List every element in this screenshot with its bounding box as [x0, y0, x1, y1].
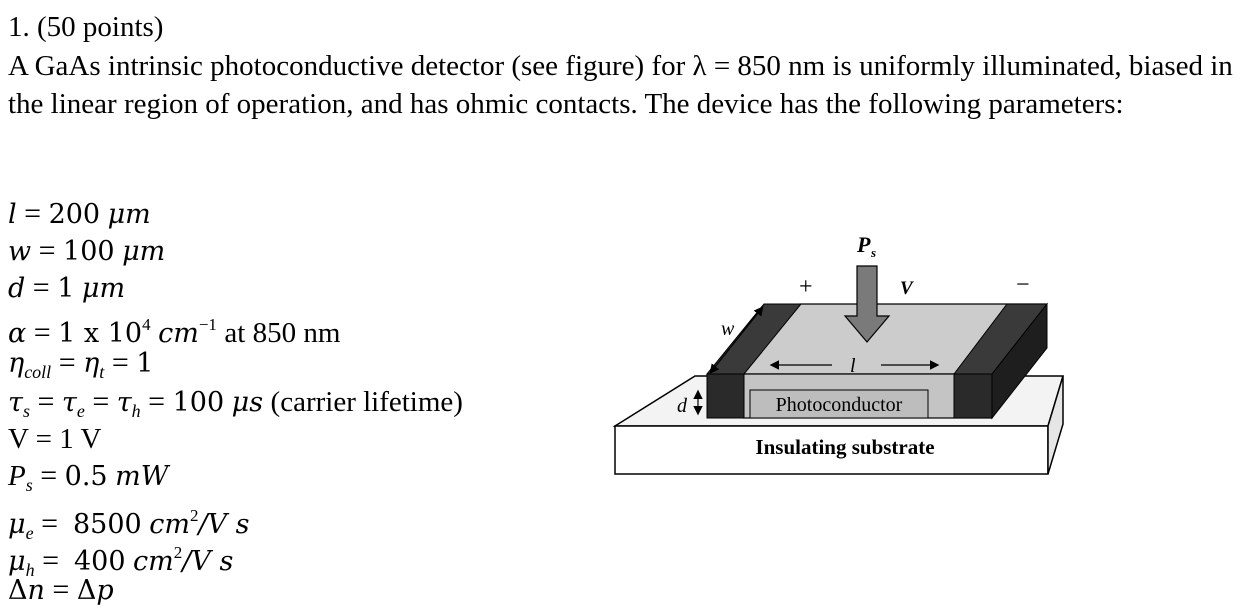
param-length: l = 200 μm	[8, 197, 151, 230]
param-hole-mobility: μh = 400 cm2/V s	[8, 543, 234, 580]
substrate-label: Insulating substrate	[755, 435, 934, 459]
param-voltage: V = 1 V	[8, 423, 102, 455]
param-lifetime: τs = τe = τh = 100 μs (carrier lifetime)	[8, 385, 463, 421]
minus-sign: −	[1016, 272, 1030, 298]
param-thickness: d = 1 μm	[8, 271, 126, 304]
left-contact-front	[706, 373, 745, 419]
l-label: l	[850, 355, 856, 377]
param-absorption: α = 1 x 104 cm−1 at 850 nm	[8, 315, 341, 349]
param-carrier-equality: Δn = Δp	[8, 573, 114, 606]
substrate-side	[1047, 375, 1064, 475]
param-efficiency: ηcoll = ηt = 1	[8, 346, 154, 382]
problem-title: 1. (50 points)	[8, 11, 164, 43]
power-label: P	[856, 232, 871, 257]
light-arrow	[843, 265, 891, 343]
right-contact-side	[991, 302, 1048, 420]
photoconductor-figure: P s + V − w l d Photoconductor Insulatin…	[612, 232, 1065, 475]
problem-statement: A GaAs intrinsic photoconductive detecto…	[8, 50, 1233, 120]
w-dimension-arrow	[709, 306, 764, 374]
photoconductor-label-box	[749, 389, 929, 419]
plus-sign: +	[799, 274, 813, 300]
param-power: Ps = 0.5 mW	[8, 459, 169, 495]
voltage-label: V	[900, 278, 914, 299]
param-width: w = 100 μm	[8, 234, 166, 267]
d-label: d	[677, 395, 688, 417]
photoconductor-label: Photoconductor	[776, 394, 903, 416]
param-electron-mobility: μe = 8500 cm2/V s	[8, 506, 250, 543]
w-label: w	[721, 318, 735, 340]
right-contact-front	[953, 373, 993, 419]
power-subscript: s	[870, 245, 876, 260]
